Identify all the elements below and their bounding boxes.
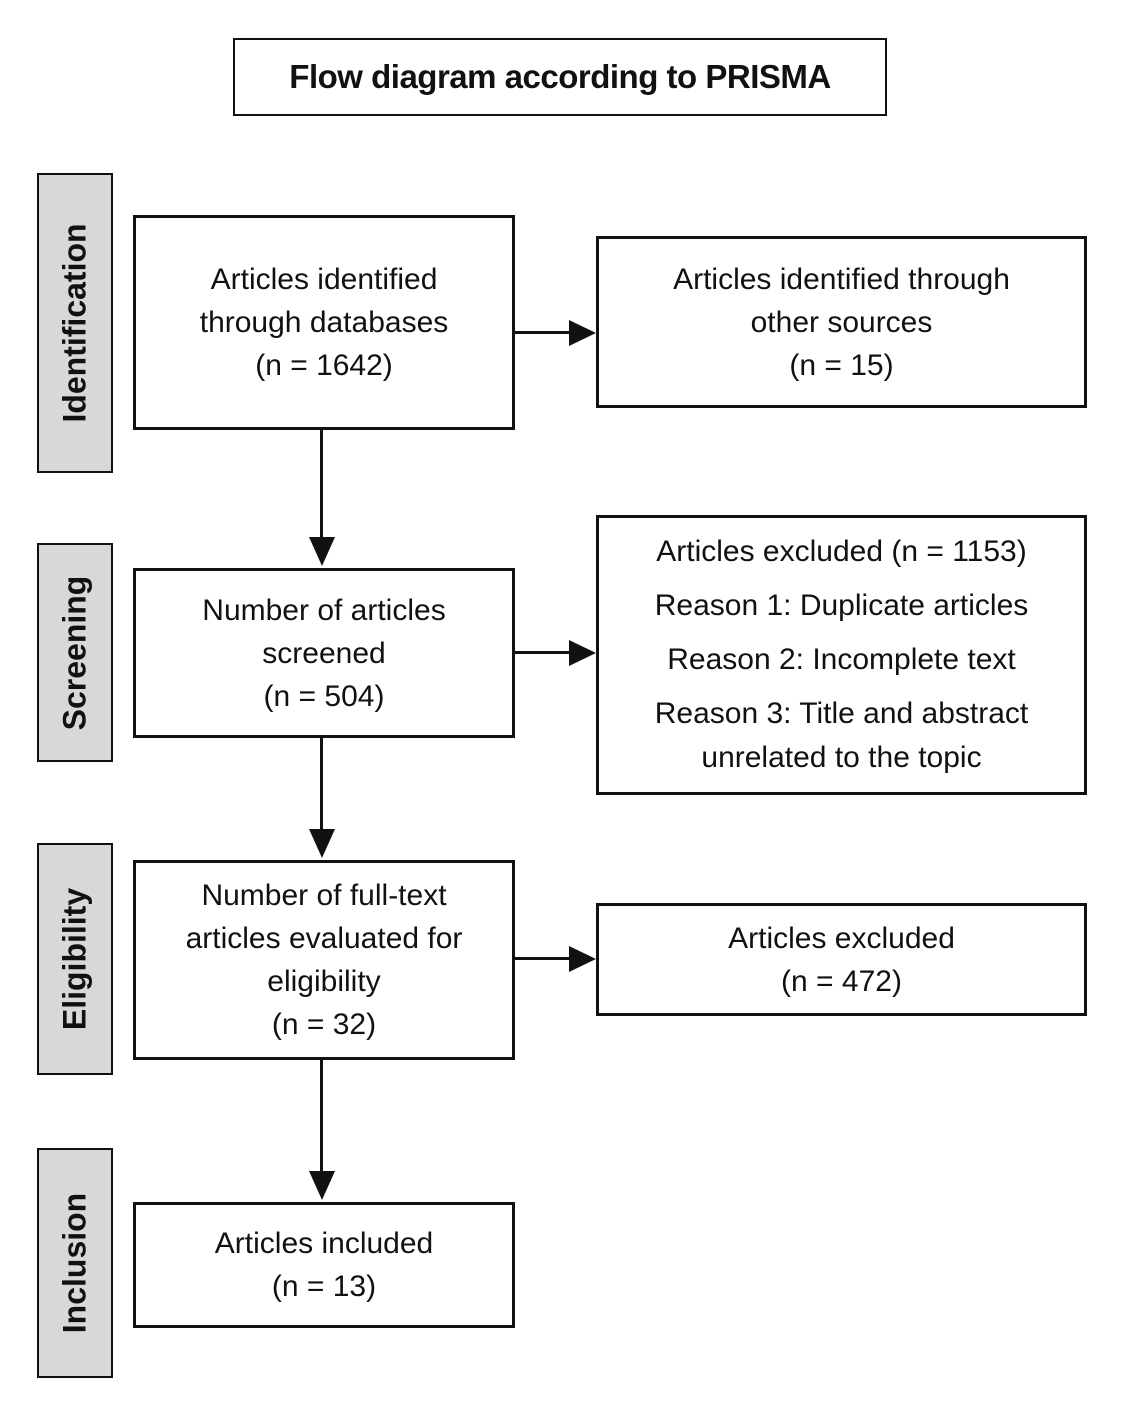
box-text-line: other sources xyxy=(750,305,933,339)
box-text-line: eligibility xyxy=(267,965,381,998)
box-text-line: Articles identified through xyxy=(673,262,1010,296)
diagram-title-box: Flow diagram according to PRISMA xyxy=(233,38,887,116)
arrow-head-down-icon xyxy=(309,537,335,566)
stage-label-eligibility-text: Eligibility xyxy=(56,887,93,1031)
box-text-line: Articles identified xyxy=(210,263,438,296)
box-text-line: screened xyxy=(262,636,386,670)
stage-label-inclusion: Inclusion xyxy=(37,1148,113,1378)
arrow-line xyxy=(512,957,571,960)
arrow-line xyxy=(320,738,323,830)
arrow-head-right-icon xyxy=(569,946,596,972)
box-text-line: (n = 504) xyxy=(263,679,385,713)
stage-label-screening-text: Screening xyxy=(56,575,93,730)
box-text-line: Number of full-text xyxy=(201,879,447,912)
box-articles-excluded-eligibility: Articles excluded (n = 472) xyxy=(596,903,1087,1016)
box-text-line: (n = 472) xyxy=(781,964,902,998)
box-text-line: Articles excluded xyxy=(728,921,955,955)
box-text-line: Reason 2: Incomplete text xyxy=(667,643,1016,676)
box-text-line: (n = 13) xyxy=(271,1270,377,1303)
box-text-line: (n = 15) xyxy=(789,348,894,382)
box-articles-excluded-screening: Articles excluded (n = 1153) Reason 1: D… xyxy=(596,515,1087,795)
arrow-head-down-icon xyxy=(309,829,335,858)
diagram-title: Flow diagram according to PRISMA xyxy=(289,58,831,95)
box-text-line: Articles included xyxy=(214,1227,434,1260)
stage-label-screening: Screening xyxy=(37,543,113,762)
box-fulltext-evaluated: Number of full-text articles evaluated f… xyxy=(133,860,515,1060)
box-articles-included: Articles included (n = 13) xyxy=(133,1202,515,1328)
arrow-line xyxy=(512,651,571,654)
arrow-head-down-icon xyxy=(309,1171,335,1200)
stage-label-inclusion-text: Inclusion xyxy=(56,1192,93,1334)
box-text-line: (n = 1642) xyxy=(255,349,393,382)
arrow-head-right-icon xyxy=(569,640,596,666)
stage-label-identification: Identification xyxy=(37,173,113,473)
box-articles-screened: Number of articles screened (n = 504) xyxy=(133,568,515,738)
box-text-line: Reason 3: Title and abstract xyxy=(654,697,1029,730)
arrow-line xyxy=(320,1060,323,1172)
box-text-line: articles evaluated for xyxy=(185,922,463,955)
arrow-head-right-icon xyxy=(569,320,596,346)
box-text-line: Number of articles xyxy=(202,593,446,627)
box-text-line: through databases xyxy=(199,306,449,339)
arrow-line xyxy=(515,331,571,334)
stage-label-eligibility: Eligibility xyxy=(37,843,113,1075)
box-text-line: unrelated to the topic xyxy=(701,741,982,774)
arrow-line xyxy=(320,430,323,538)
stage-label-identification-text: Identification xyxy=(56,223,93,423)
box-identified-databases: Articles identified through databases (n… xyxy=(133,215,515,430)
box-text-line: (n = 32) xyxy=(271,1008,377,1041)
box-text-line: Reason 1: Duplicate articles xyxy=(654,589,1029,622)
box-text-line: Articles excluded (n = 1153) xyxy=(656,535,1027,568)
box-identified-other-sources: Articles identified through other source… xyxy=(596,236,1087,408)
